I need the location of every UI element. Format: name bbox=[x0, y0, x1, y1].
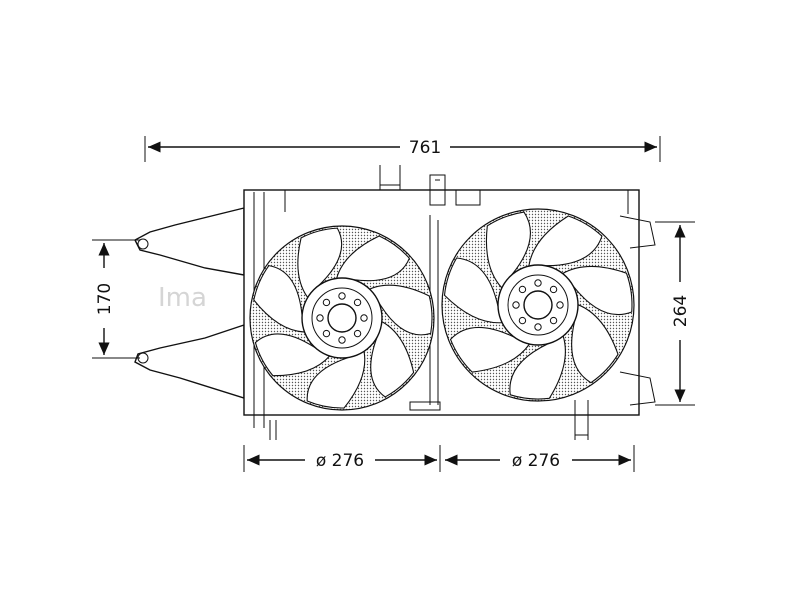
left-fan bbox=[249, 225, 435, 411]
dimension-right-fan-diameter: ø 276 bbox=[445, 445, 635, 472]
fan-blade bbox=[443, 257, 503, 324]
left-fan-hub-holes bbox=[316, 292, 368, 344]
right-fan-blades bbox=[443, 211, 633, 400]
fan-blade bbox=[528, 215, 603, 267]
hub-hole bbox=[534, 323, 542, 331]
fan-blade bbox=[509, 335, 566, 400]
dimension-overall-width: 761 bbox=[144, 136, 661, 162]
fan-blade bbox=[370, 320, 415, 398]
dim-label-left-fan-diameter: ø 276 bbox=[316, 451, 364, 471]
fan-blade bbox=[306, 350, 366, 409]
fan-blade bbox=[368, 284, 433, 336]
dim-label-overall-width: 761 bbox=[409, 138, 441, 158]
hub-hole bbox=[353, 329, 362, 338]
hub-hole bbox=[360, 314, 368, 322]
fan-blade bbox=[335, 235, 410, 282]
dim-label-bracket-height: 170 bbox=[95, 283, 115, 315]
fan-blade bbox=[297, 227, 343, 299]
hub-hole bbox=[353, 298, 362, 307]
hub-hole bbox=[549, 316, 558, 325]
left-bracket-upper bbox=[134, 207, 245, 276]
hub-hole bbox=[534, 279, 542, 287]
watermark-text: Ima bbox=[158, 283, 207, 313]
hub-hole bbox=[322, 298, 331, 307]
dim-label-overall-height: 264 bbox=[671, 295, 691, 327]
fan-blade bbox=[561, 265, 633, 316]
hub-hole bbox=[518, 316, 527, 325]
hub-hole bbox=[549, 285, 558, 294]
hub-hole bbox=[512, 301, 520, 309]
dimension-left-fan-diameter: ø 276 bbox=[243, 445, 441, 472]
hub-hole bbox=[518, 285, 527, 294]
left-bracket-lower bbox=[134, 324, 245, 399]
hub-hole bbox=[338, 292, 346, 300]
right-fan-hub-holes bbox=[512, 279, 564, 331]
hub-hole bbox=[556, 301, 564, 309]
right-fan bbox=[441, 208, 635, 402]
dimension-overall-height: 264 bbox=[655, 221, 695, 406]
dimension-bracket-height: 170 bbox=[92, 239, 140, 359]
fan-blade bbox=[571, 303, 619, 384]
fan-blade bbox=[485, 211, 531, 289]
fan-blade bbox=[449, 326, 531, 373]
hub-hole bbox=[322, 329, 331, 338]
fan-blade bbox=[253, 265, 306, 333]
left-fan-blades bbox=[253, 227, 433, 409]
hub-hole bbox=[338, 336, 346, 344]
fan-blade bbox=[254, 333, 331, 377]
hub-hole bbox=[316, 314, 324, 322]
dim-label-right-fan-diameter: ø 276 bbox=[512, 451, 560, 471]
